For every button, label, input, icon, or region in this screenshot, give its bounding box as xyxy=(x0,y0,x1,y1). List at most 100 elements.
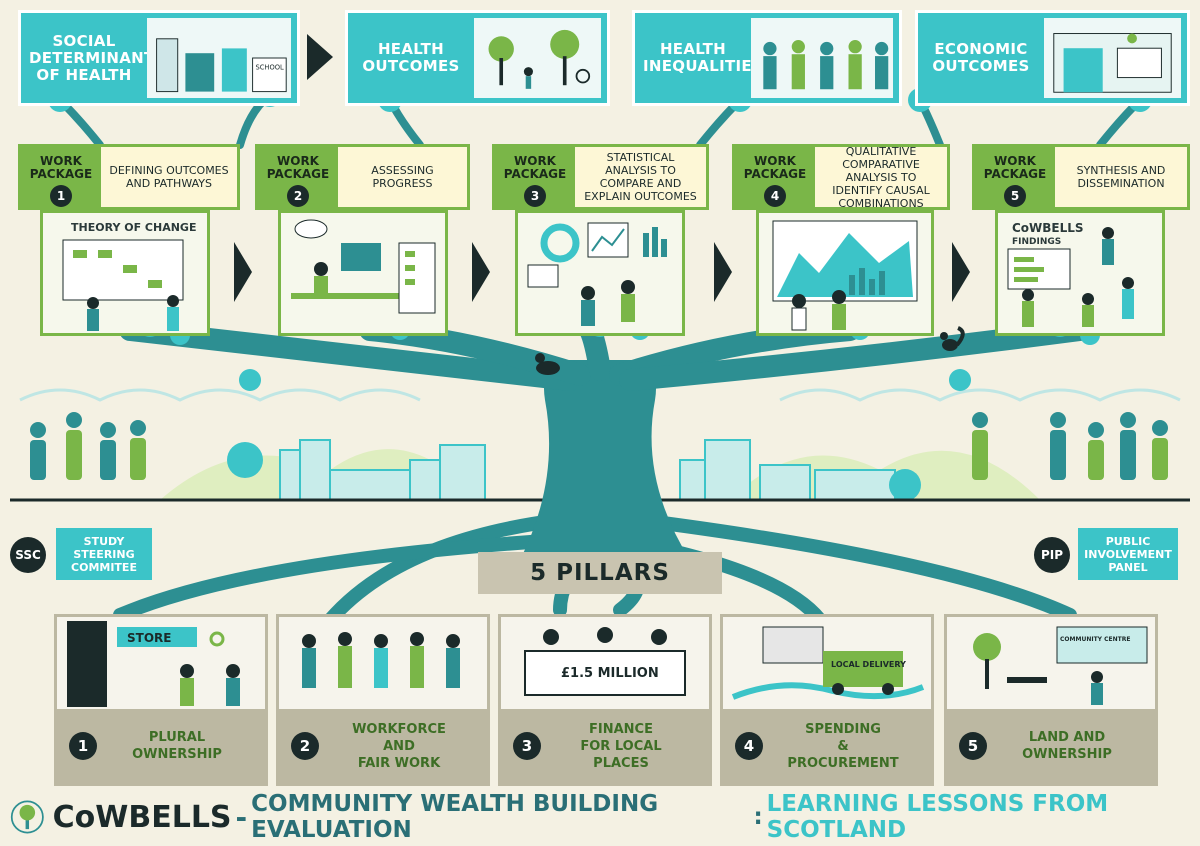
community-centre-illustration: COMMUNITY CENTRE xyxy=(947,617,1155,709)
work-package-description: DEFINING OUTCOMES AND PATHWAYS xyxy=(109,164,229,190)
pillars-title: 5 PILLARS xyxy=(478,552,722,594)
work-package-2: WORK PACKAGE 2 ASSESSING PROGRESS xyxy=(255,144,470,210)
work-package-tag: WORK PACKAGE 4 xyxy=(735,147,815,207)
work-package-description: STATISTICAL ANALYSIS TO COMPARE AND EXPL… xyxy=(584,151,697,203)
arrow-right-icon xyxy=(234,242,252,302)
work-package-4: WORK PACKAGE 4 QUALITATIVE COMPARATIVE A… xyxy=(732,144,950,210)
tree-trunk xyxy=(520,360,690,560)
cowbells-logo-icon xyxy=(10,800,44,834)
outcome-label: ECONOMIC OUTCOMES xyxy=(932,40,1030,75)
pillar-4: LOCAL DELIVERY 4 SPENDING & PROCUREMENT xyxy=(720,614,934,786)
pillar-footer: 2 WORKFORCE AND FAIR WORK xyxy=(279,709,487,783)
footer-banner: CoWBELLS - COMMUNITY WEALTH BUILDING EVA… xyxy=(10,791,1190,843)
work-package-tag: WORK PACKAGE 3 xyxy=(495,147,575,207)
work-package-tag-text: WORK PACKAGE xyxy=(266,154,330,181)
work-package-number: 3 xyxy=(524,185,546,207)
people-group-right xyxy=(972,412,1168,480)
pillar-3: £1.5 MILLION 3 FINANCE FOR LOCAL PLACES xyxy=(498,614,712,786)
work-package-description: QUALITATIVE COMPARATIVE ANALYSIS TO IDEN… xyxy=(832,144,930,210)
people-group-left xyxy=(30,412,146,480)
buildings-left xyxy=(279,439,486,501)
cowbells-board-label: CoWBELLS xyxy=(1012,221,1084,235)
arrow-right-icon xyxy=(307,34,333,80)
ssc-label: STUDY STEERING COMMITEE xyxy=(56,528,152,580)
cheque-illustration: £1.5 MILLION xyxy=(501,617,709,709)
outcome-health-inequalities: HEALTH INEQUALITIES xyxy=(632,10,902,106)
outcome-label: HEALTH OUTCOMES xyxy=(362,40,460,75)
work-package-tag: WORK PACKAGE 2 xyxy=(258,147,338,207)
footer-colon: : xyxy=(753,804,763,830)
pillar-footer: 3 FINANCE FOR LOCAL PLACES xyxy=(501,709,709,783)
qualitative-analysis-illustration xyxy=(756,210,934,336)
work-package-5: WORK PACKAGE 5 SYNTHESIS AND DISSEMINATI… xyxy=(972,144,1190,210)
shop-illustration xyxy=(1044,18,1181,98)
tree-branches xyxy=(119,319,1091,391)
work-package-description: SYNTHESIS AND DISSEMINATION xyxy=(1076,164,1166,190)
footer-separator: - xyxy=(235,800,248,834)
work-package-number: 5 xyxy=(1004,185,1026,207)
pillar-2: 2 WORKFORCE AND FAIR WORK xyxy=(276,614,490,786)
work-package-number: 2 xyxy=(287,185,309,207)
pip-label: PUBLIC INVOLVEMENT PANEL xyxy=(1078,528,1178,580)
park-illustration xyxy=(474,18,601,98)
work-package-3: WORK PACKAGE 3 STATISTICAL ANALYSIS TO C… xyxy=(492,144,709,210)
town-illustration: SCHOOL xyxy=(147,18,291,98)
work-package-tag-text: WORK PACKAGE xyxy=(743,154,807,181)
arrow-right-icon xyxy=(472,242,490,302)
buildings-right xyxy=(679,439,896,501)
outcome-health: HEALTH OUTCOMES xyxy=(345,10,610,106)
outcome-label: SOCIAL DETERMINANTS OF HEALTH xyxy=(29,31,166,84)
pillar-footer: 1 PLURAL OWNERSHIP xyxy=(57,709,265,783)
workers-illustration xyxy=(279,617,487,709)
ssc-badge: SSC xyxy=(10,537,46,573)
delivery-illustration: LOCAL DELIVERY xyxy=(723,617,931,709)
store-illustration: STORE xyxy=(57,617,265,709)
work-package-tag-text: WORK PACKAGE xyxy=(29,154,93,181)
cloud-line-left xyxy=(19,388,421,402)
pillar-label: SPENDING & PROCUREMENT xyxy=(787,721,899,771)
pillar-label: WORKFORCE AND FAIR WORK xyxy=(352,721,446,771)
arrow-right-icon xyxy=(714,242,732,302)
tree-icon-left xyxy=(227,442,263,478)
cheque-amount: £1.5 MILLION xyxy=(561,666,659,681)
store-sign: STORE xyxy=(127,631,171,645)
cloud-line-right xyxy=(779,388,1181,402)
tree-icon-right xyxy=(889,469,921,501)
theory-of-change-illustration: THEORY OF CHANGE xyxy=(40,210,210,336)
statistical-analysis-illustration xyxy=(515,210,685,336)
footer-subtitle: LEARNING LESSONS FROM SCOTLAND xyxy=(766,791,1109,843)
pillar-label: FINANCE FOR LOCAL PLACES xyxy=(580,721,662,771)
outcome-social-determinants: SOCIAL DETERMINANTS OF HEALTH SCHOOL xyxy=(18,10,300,106)
footer-brand: CoWBELLS xyxy=(52,799,232,835)
assessing-progress-illustration xyxy=(278,210,448,336)
theory-of-change-caption: THEORY OF CHANGE xyxy=(71,221,197,234)
pip-badge: PIP xyxy=(1034,537,1070,573)
outcome-economic: ECONOMIC OUTCOMES xyxy=(915,10,1190,106)
community-centre-label: COMMUNITY CENTRE xyxy=(1060,636,1130,643)
pillar-number: 3 xyxy=(513,732,541,760)
pillar-1: STORE 1 PLURAL OWNERSHIP xyxy=(54,614,268,786)
crowd-illustration xyxy=(751,18,893,98)
pillar-footer: 5 LAND AND OWNERSHIP xyxy=(947,709,1155,783)
delivery-van-label: LOCAL DELIVERY xyxy=(831,660,906,669)
work-package-description: ASSESSING PROGRESS xyxy=(371,164,434,190)
pillar-number: 4 xyxy=(735,732,763,760)
work-package-tag: WORK PACKAGE 5 xyxy=(975,147,1055,207)
pillar-label: LAND AND OWNERSHIP xyxy=(1022,730,1112,762)
synthesis-illustration: CoWBELLS FINDINGS xyxy=(995,210,1165,336)
work-package-tag-text: WORK PACKAGE xyxy=(503,154,567,181)
findings-label: FINDINGS xyxy=(1012,237,1062,247)
pillar-number: 1 xyxy=(69,732,97,760)
work-package-tag-text: WORK PACKAGE xyxy=(983,154,1047,181)
pillar-number: 5 xyxy=(959,732,987,760)
pillar-footer: 4 SPENDING & PROCUREMENT xyxy=(723,709,931,783)
work-package-number: 4 xyxy=(764,185,786,207)
work-package-number: 1 xyxy=(50,185,72,207)
school-sign: SCHOOL xyxy=(255,64,284,72)
work-package-1: WORK PACKAGE 1 DEFINING OUTCOMES AND PAT… xyxy=(18,144,240,210)
footer-title: COMMUNITY WEALTH BUILDING EVALUATION xyxy=(251,791,659,843)
squirrel-icon xyxy=(940,326,965,351)
work-package-tag: WORK PACKAGE 1 xyxy=(21,147,101,207)
arrow-right-icon xyxy=(952,242,970,302)
pillar-label: PLURAL OWNERSHIP xyxy=(132,730,222,762)
